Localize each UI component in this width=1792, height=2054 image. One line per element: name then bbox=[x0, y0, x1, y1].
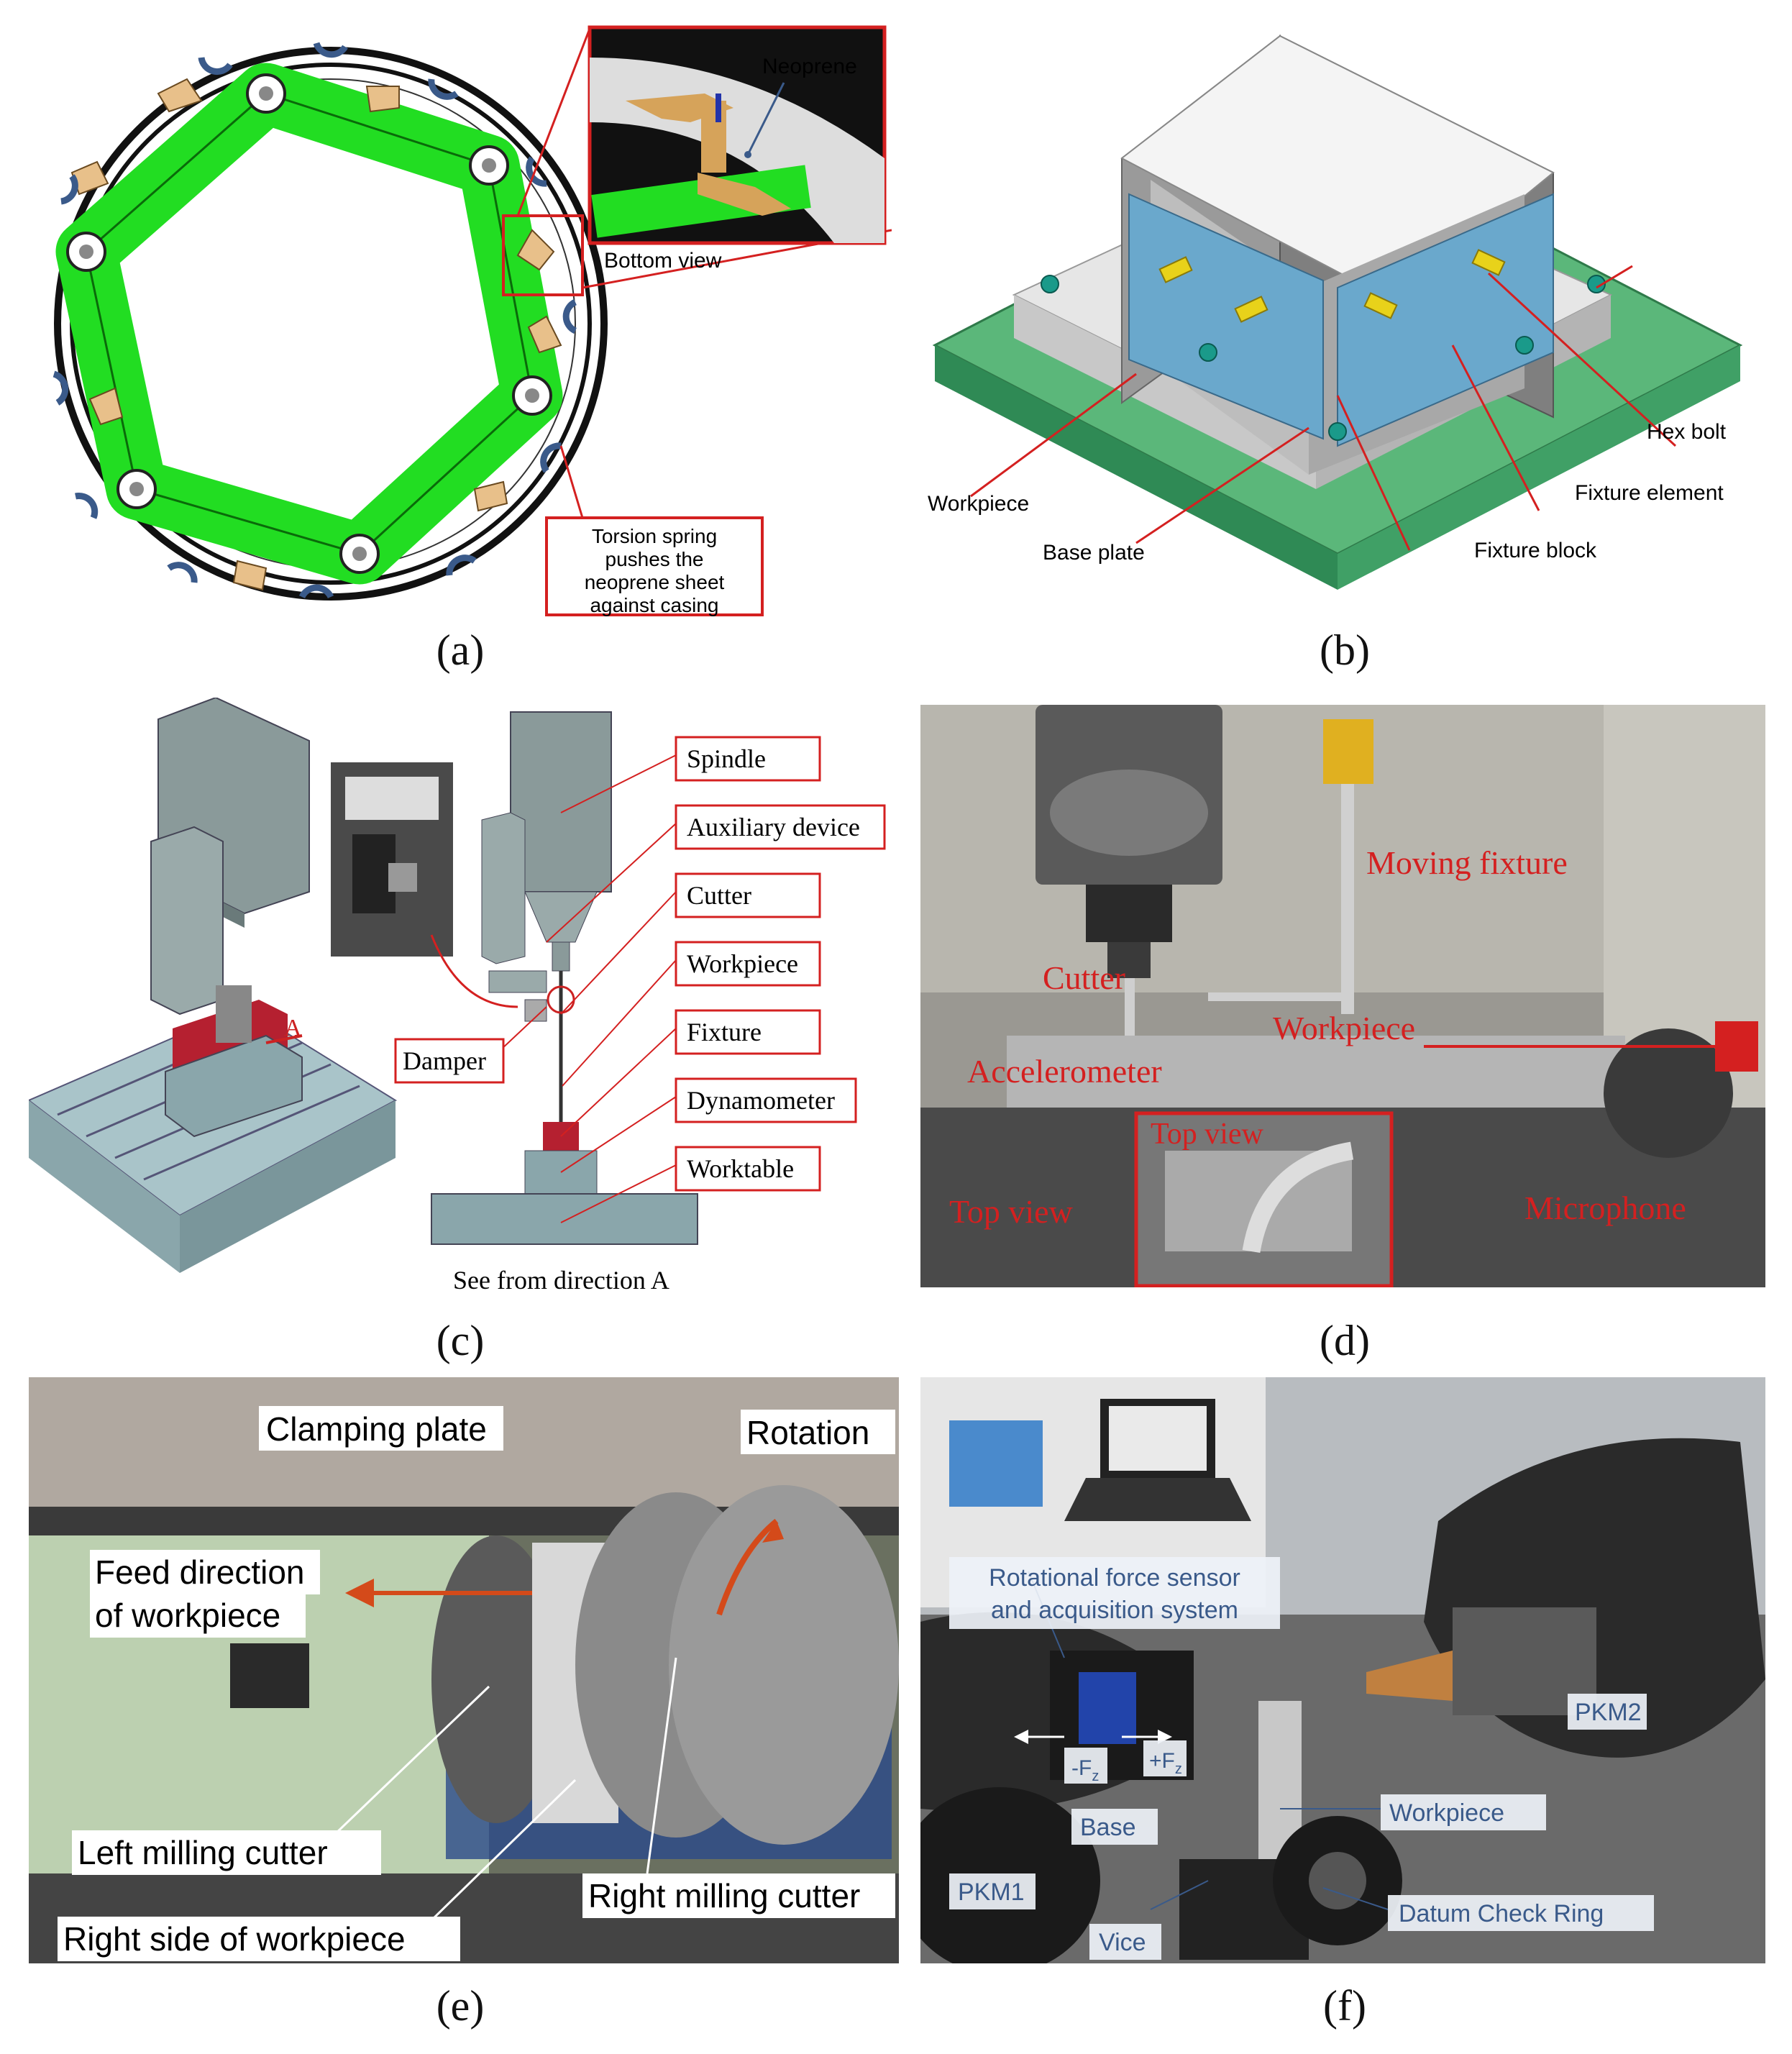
direction-a-label: A bbox=[284, 1015, 302, 1041]
panel-d-machine-photo: Moving fixture Cutter Workpiece Accelero… bbox=[920, 705, 1765, 1287]
panel-b-fixture-model: Hex bolt Fixture element Fixture block W… bbox=[906, 14, 1783, 619]
right-milling-cutter-label: Right milling cutter bbox=[588, 1877, 860, 1914]
workpiece-label-c: Workpiece bbox=[687, 949, 798, 978]
base-plate-label: Base plate bbox=[1043, 541, 1145, 565]
milling-photo-drawing: Clamping plate Rotation Feed direction o… bbox=[29, 1377, 899, 1963]
caption-f: (f) bbox=[1323, 1982, 1366, 2030]
fixture-block-left bbox=[1128, 193, 1324, 440]
workpiece-label-f: Workpiece bbox=[1389, 1799, 1504, 1827]
panel-c-damper-setup: A bbox=[29, 698, 899, 1309]
microphone-label: Microphone bbox=[1524, 1190, 1686, 1226]
spindle-label: Spindle bbox=[687, 744, 766, 773]
caption-a: (a) bbox=[436, 626, 485, 674]
sensor-label-1: Rotational force sensor bbox=[989, 1564, 1240, 1592]
auxiliary-device-label: Auxiliary device bbox=[687, 813, 860, 841]
magnetic-base bbox=[1323, 719, 1373, 784]
vice-label: Vice bbox=[1099, 1929, 1146, 1956]
ring-fixture-drawing: Neoprene Bottom view Torsion spring push… bbox=[52, 25, 892, 616]
top-view-label: Top view bbox=[949, 1193, 1074, 1230]
cutter-label-d: Cutter bbox=[1043, 959, 1125, 996]
sensor-label-2: and acquisition system bbox=[991, 1597, 1238, 1624]
damper-label: Damper bbox=[403, 1046, 486, 1075]
top-view-inset-label: Top view bbox=[1151, 1118, 1264, 1151]
fixture-label-c: Fixture bbox=[687, 1018, 762, 1046]
force-sensor bbox=[1079, 1672, 1136, 1744]
accelerometer-label: Accelerometer bbox=[967, 1053, 1162, 1090]
left-milling-cutter-label: Left milling cutter bbox=[78, 1834, 328, 1871]
right-side-workpiece-label: Right side of workpiece bbox=[63, 1920, 406, 1958]
pkm2-label: PKM2 bbox=[1575, 1699, 1642, 1726]
pos-fz-label: +Fz bbox=[1149, 1749, 1182, 1777]
fixture-model-drawing: Hex bolt Fixture element Fixture block W… bbox=[928, 34, 1743, 590]
fixture-block-right bbox=[1337, 193, 1554, 447]
fixture-block-label: Fixture block bbox=[1474, 539, 1597, 562]
neoprene-label: Neoprene bbox=[762, 55, 857, 78]
torsion-label-4: against casing bbox=[590, 594, 718, 616]
caption-b: (b) bbox=[1320, 626, 1370, 674]
pkm1-label: PKM1 bbox=[958, 1879, 1025, 1906]
zoom-box bbox=[502, 214, 584, 296]
neg-fz-label: -Fz bbox=[1071, 1756, 1099, 1784]
see-from-direction-label: See from direction A bbox=[453, 1266, 669, 1295]
caption-d: (d) bbox=[1320, 1317, 1370, 1364]
torsion-label-3: neoprene sheet bbox=[585, 571, 725, 593]
base-label: Base bbox=[1080, 1814, 1136, 1841]
workpiece-label-d: Workpiece bbox=[1273, 1010, 1415, 1046]
cutter-label: Cutter bbox=[687, 881, 751, 910]
panel-e-milling-photo: Clamping plate Rotation Feed direction o… bbox=[29, 1377, 899, 1963]
torsion-label-1: Torsion spring bbox=[592, 525, 717, 547]
worktable-label: Worktable bbox=[687, 1154, 794, 1183]
fixture-element-label: Fixture element bbox=[1575, 481, 1724, 505]
caption-e: (e) bbox=[436, 1982, 485, 2030]
panel-f-pkm-photo: Rotational force sensor and acquisition … bbox=[920, 1377, 1765, 1963]
damper-setup-drawing: A bbox=[29, 698, 886, 1295]
machine-photo-drawing: Moving fixture Cutter Workpiece Accelero… bbox=[920, 705, 1765, 1287]
workpiece-label: Workpiece bbox=[928, 492, 1029, 516]
panel-a-ring-fixture: Neoprene Bottom view Torsion spring push… bbox=[29, 14, 892, 619]
rotation-label: Rotation bbox=[746, 1414, 869, 1451]
datum-check-ring-label: Datum Check Ring bbox=[1399, 1900, 1604, 1927]
caption-c: (c) bbox=[436, 1317, 485, 1364]
torsion-callout-box bbox=[545, 516, 764, 616]
feed-direction-label-2: of workpiece bbox=[95, 1597, 280, 1634]
torsion-label-2: pushes the bbox=[605, 548, 704, 570]
moving-fixture-label: Moving fixture bbox=[1366, 844, 1568, 881]
dynamometer-label: Dynamometer bbox=[687, 1086, 835, 1115]
pkm-photo-drawing: Rotational force sensor and acquisition … bbox=[920, 1377, 1765, 1963]
left-cutter-disc bbox=[431, 1535, 561, 1823]
clamping-plate-label: Clamping plate bbox=[266, 1410, 487, 1448]
hex-bolt-label: Hex bolt bbox=[1647, 420, 1727, 444]
feed-direction-label-1: Feed direction bbox=[95, 1553, 305, 1591]
bottom-view-label: Bottom view bbox=[604, 249, 722, 273]
